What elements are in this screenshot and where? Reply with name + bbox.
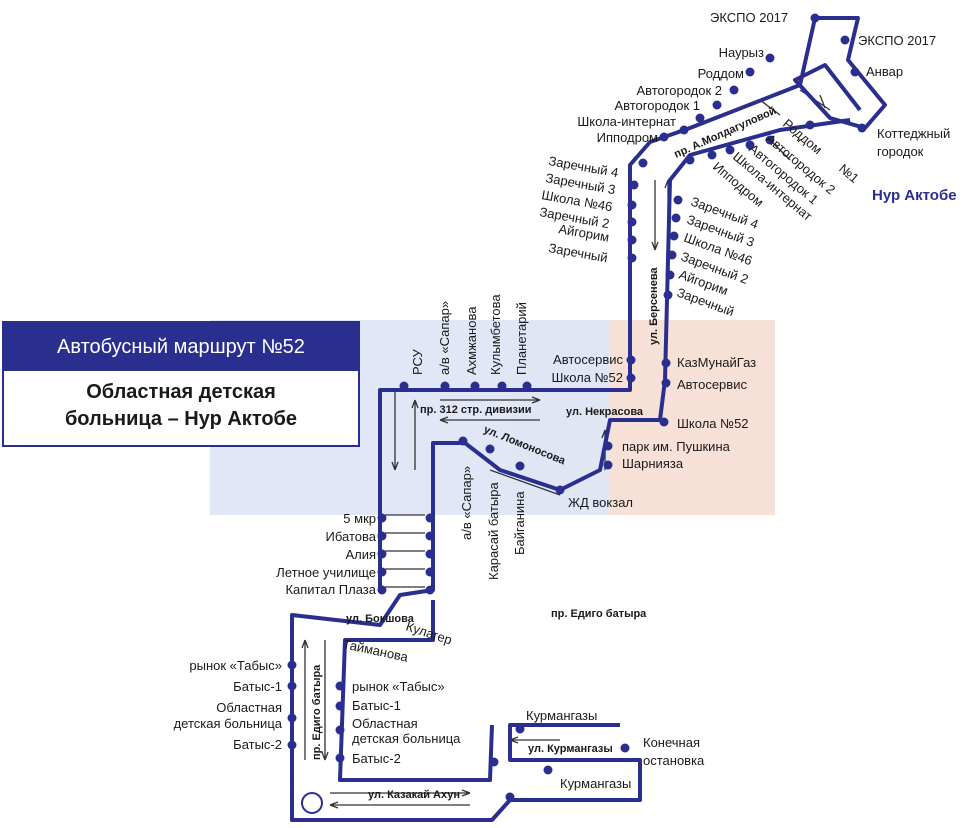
route-endpoints-line1: Областная детская bbox=[86, 381, 276, 403]
stop-tabys-l: рынок «Табыс» bbox=[189, 658, 282, 673]
stop-kurmangazy-bot: Курмангазы bbox=[560, 776, 631, 791]
stop-5mkr: 5 мкр bbox=[343, 511, 376, 526]
stop-avtoservis-l: Автосервис bbox=[553, 352, 623, 367]
stop-odb-r1: Областная bbox=[352, 716, 418, 731]
street-nekrasova: ул. Некрасова bbox=[566, 406, 644, 418]
stop-odb-l2: детская больница bbox=[174, 716, 283, 731]
stop-kottedzh-2: городок bbox=[877, 144, 924, 159]
stop-odb-l1: Областная bbox=[216, 700, 282, 715]
stop-shkola52-l: Школа №52 bbox=[551, 370, 623, 385]
route-number-title: Автобусный маршрут №52 bbox=[4, 323, 358, 371]
region-label: Нур Актобе bbox=[872, 187, 957, 204]
street-kurmangazy: ул. Курмангазы bbox=[528, 743, 613, 755]
stop-nauryz: Наурыз bbox=[719, 45, 764, 60]
stop-shkola-internat-l: Школа-интернат bbox=[577, 114, 676, 129]
stop-aliya: Алия bbox=[345, 547, 376, 562]
route-title-box: Автобусный маршрут №52 Областная детская… bbox=[2, 321, 360, 447]
stop-kapital: Капитал Плаза bbox=[285, 582, 376, 597]
stop-pushkin: парк им. Пушкина bbox=[622, 439, 731, 454]
stop-odb-r2: детская больница bbox=[352, 731, 461, 746]
stop-rsu: РСУ bbox=[410, 349, 425, 375]
stop-no1-r: №1 bbox=[836, 161, 862, 186]
route-endpoints-line2: больница – Нур Актобе bbox=[64, 408, 298, 430]
stop-kulager: Кулагер bbox=[404, 619, 454, 648]
street-edige-main: пр. Едиго батыра bbox=[551, 608, 647, 620]
stop-avtogorodok2-l: Автогородок 2 bbox=[636, 83, 722, 98]
stop-letnoe: Летное училище bbox=[276, 565, 376, 580]
stop-tabys-r: рынок «Табыс» bbox=[352, 679, 445, 694]
stop-batys2-l: Батыс-2 bbox=[233, 737, 282, 752]
stop-kulymbetova: Кулымбетова bbox=[488, 294, 503, 375]
stop-kazmunaygaz: КазМунайГаз bbox=[677, 355, 756, 370]
stop-planetariy: Планетарий bbox=[514, 302, 529, 375]
street-edige-vert: пр. Едиго батыра bbox=[311, 664, 323, 760]
stop-konech-2: остановка bbox=[643, 753, 705, 768]
stop-anvar: Анвар bbox=[866, 64, 903, 79]
stop-labels: ЭКСПО 2017 ЭКСПО 2017 Анвар Коттеджный г… bbox=[174, 10, 957, 791]
stop-sapar-top: а/в «Сапар» bbox=[437, 301, 452, 375]
stop-sapar-bot: а/в «Сапар» bbox=[459, 466, 474, 540]
stop-kurmangazy-top: Курмангазы bbox=[526, 708, 597, 723]
street-312: пр. 312 стр. дивизии bbox=[420, 404, 531, 416]
stop-karasay: Карасай батыра bbox=[486, 482, 501, 580]
stop-expo-2: ЭКСПО 2017 bbox=[858, 33, 936, 48]
stop-kottedzh-1: Коттеджный bbox=[877, 126, 950, 141]
stop-ippodrom-l: Ипподром bbox=[597, 130, 658, 145]
stop-zarech-l: Заречный bbox=[547, 240, 608, 265]
stop-shkola52-r: Школа №52 bbox=[677, 416, 749, 431]
street-boshova: ул. Бокшова bbox=[346, 613, 415, 625]
street-kazakay: ул. Казакай Ахун bbox=[368, 789, 460, 801]
stop-bayganina: Байганина bbox=[512, 491, 527, 555]
stop-avtogorodok1-l: Автогородок 1 bbox=[614, 98, 700, 113]
route-endpoints: Областная детская больница – Нур Актобе bbox=[4, 371, 358, 433]
stop-batys1-l: Батыс-1 bbox=[233, 679, 282, 694]
street-berseneva: ул. Берсенева bbox=[648, 267, 660, 345]
stop-akhmzhanova: Ахмжанова bbox=[464, 306, 479, 375]
stop-zhd: ЖД вокзал bbox=[568, 495, 633, 510]
stop-sharniyaza: Шарнияза bbox=[622, 456, 684, 471]
stop-konech-1: Конечная bbox=[643, 735, 700, 750]
stop-ibatova: Ибатова bbox=[326, 529, 377, 544]
stop-roddom-l: Роддом bbox=[698, 66, 744, 81]
stop-batys2-r: Батыс-2 bbox=[352, 751, 401, 766]
stop-avtoservis-r: Автосервис bbox=[677, 377, 747, 392]
stop-markers bbox=[287, 13, 867, 802]
terminal-ring bbox=[301, 792, 323, 814]
stop-expo-1: ЭКСПО 2017 bbox=[710, 10, 788, 25]
stop-batys1-r: Батыс-1 bbox=[352, 698, 401, 713]
